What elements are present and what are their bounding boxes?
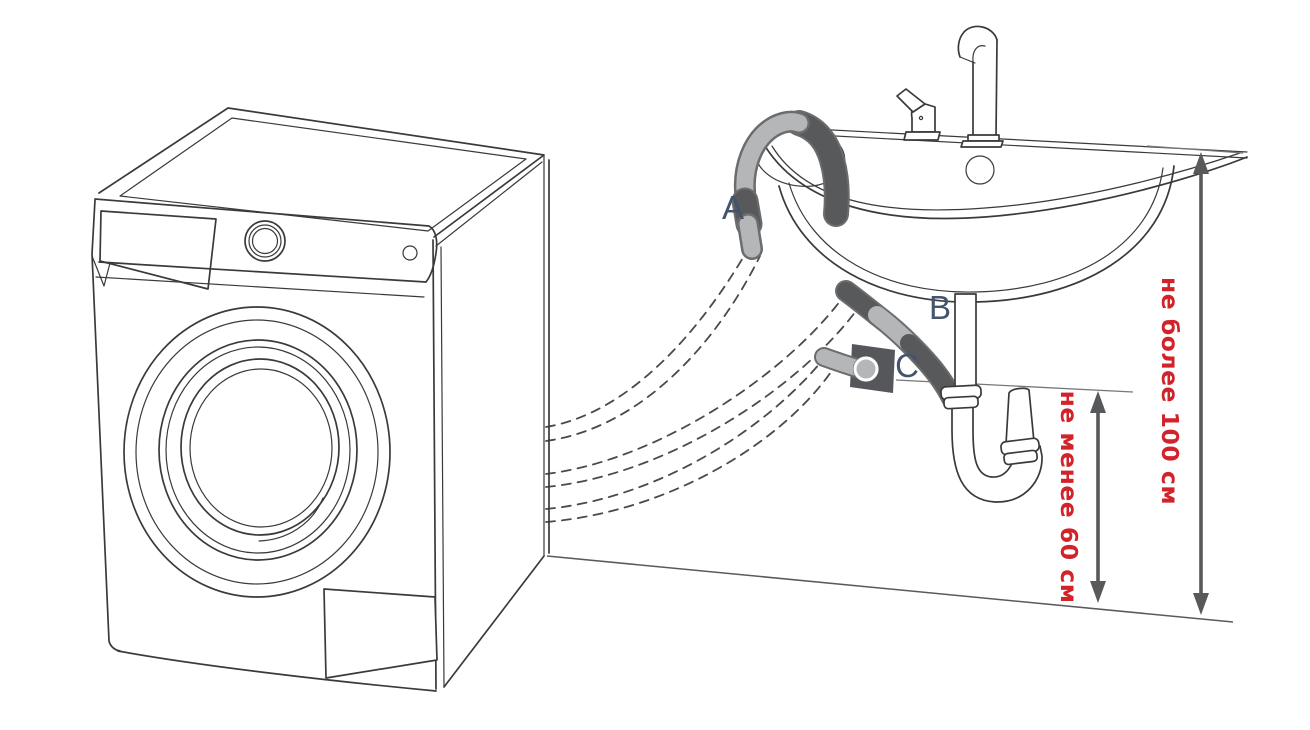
panel-lower-trim-line: [95, 276, 425, 298]
handle-screw-dot: [918, 115, 924, 121]
trap-u-bend: [951, 401, 1043, 503]
washing-machine-body: [91, 107, 550, 692]
min-height-label: не менее 60 см: [1055, 391, 1083, 604]
hose-c-dashed-line: [545, 371, 832, 523]
floor-line: [546, 555, 1234, 623]
detergent-drawer: [99, 210, 217, 290]
faucet: [896, 25, 1004, 148]
overflow-hole: [965, 155, 995, 185]
arrow-up-head: [1090, 391, 1106, 413]
label-hose-b: B: [929, 289, 951, 326]
outlet-fitting: [853, 356, 879, 382]
faucet-base-plate: [960, 140, 1004, 148]
front-bottom-edge: [117, 650, 437, 692]
hose-a-inner-segment: [788, 112, 848, 225]
trap-nut-lower-ring: [1003, 449, 1038, 466]
sink-rim-inner-curve: [771, 145, 1241, 211]
wall-outlet-c: [814, 344, 895, 393]
faucet-spout-right-edge: [995, 39, 998, 139]
power-button: [402, 245, 418, 261]
hose-b-dashed-line: [545, 292, 847, 475]
faucet-curl-inner: [972, 45, 986, 63]
faucet-curl-outer: [957, 25, 998, 58]
hose-a-end-tube: [739, 215, 761, 258]
label-hose-a: A: [722, 189, 744, 226]
label-hose-c: C: [895, 347, 919, 384]
hose-b-dashed-line: [545, 306, 860, 488]
faucet-base: [967, 134, 1000, 142]
program-knob-ring: [248, 224, 282, 258]
door-frame-ring: [165, 346, 351, 554]
control-panel: [94, 198, 438, 298]
hidden-hoses-dashed: [545, 255, 860, 523]
panel-fold-line: [91, 255, 111, 287]
door-ring: [135, 319, 379, 585]
drain-trap: [940, 293, 1043, 503]
connection-labels: A B C: [722, 189, 951, 384]
door-glass-shadow-line: [258, 497, 324, 542]
program-knob: [244, 220, 286, 262]
washing-machine: [91, 107, 550, 692]
panel-bottom-edge: [98, 261, 427, 283]
sink-rim-outer-curve: [761, 140, 1248, 220]
door-frame-ring: [158, 339, 358, 561]
faucet-tip: [959, 56, 976, 64]
handle-base: [903, 131, 941, 141]
dimension-min-60: не менее 60 см: [1055, 391, 1106, 604]
sink: [754, 25, 1248, 303]
handle-lever: [896, 88, 926, 113]
hose-a-bend-segment: [736, 113, 808, 210]
sink-back-edge-inner: [797, 133, 1248, 159]
hose-a-dashed-line: [545, 255, 761, 442]
sink-bowl-inner-curve: [788, 167, 1164, 293]
front-right-edge: [440, 246, 445, 688]
mixer-handle: [896, 88, 941, 141]
trap-outlet-pipe: [1005, 387, 1035, 445]
top-surface-inner-line: [119, 117, 527, 232]
program-knob-center: [251, 227, 279, 255]
max-height-reference-line: [1146, 145, 1244, 154]
arrow-down-head: [1090, 581, 1106, 603]
hose-a-dashed-line: [545, 255, 745, 428]
service-hatch: [323, 588, 438, 679]
drain-hose-a: [731, 110, 850, 260]
drain-pipe: [954, 293, 977, 391]
door-glass-outer: [180, 358, 340, 536]
dimension-max-100: не более 100 см: [1146, 145, 1244, 615]
arrow-up-head: [1193, 152, 1209, 174]
side-bottom-edge: [443, 555, 545, 688]
door-outer-ring: [123, 306, 391, 598]
max-height-label: не более 100 см: [1156, 277, 1184, 505]
hose-c-dashed-line: [545, 356, 826, 510]
door: [123, 306, 391, 598]
arrow-down-head: [1193, 593, 1209, 615]
door-glass-inner: [189, 368, 333, 528]
top-surface-outline: [98, 107, 545, 238]
trap-nut-upper-ring: [943, 395, 979, 410]
panel-top-edge: [94, 198, 438, 283]
side-top-edge: [435, 161, 543, 247]
